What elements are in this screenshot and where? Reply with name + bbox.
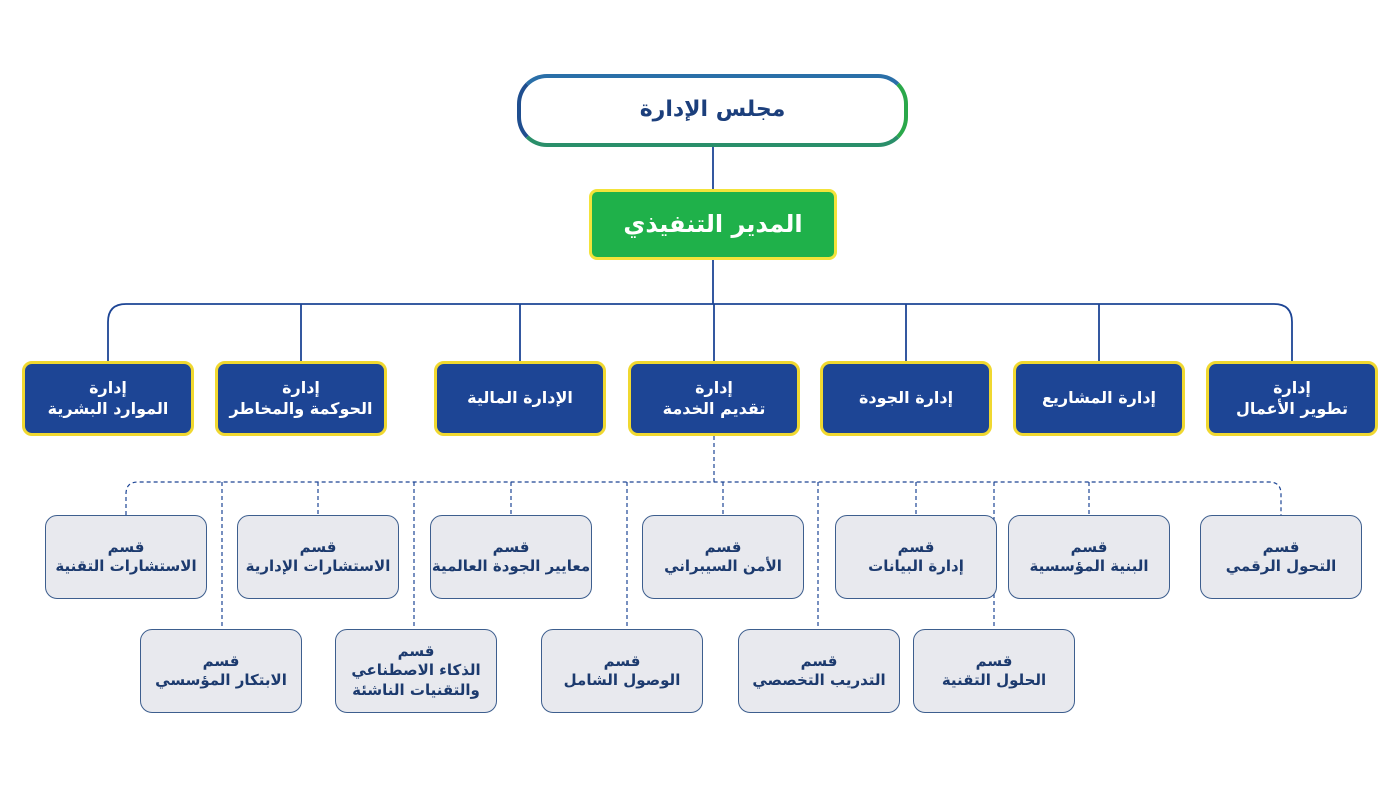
section-box-line: والتقنيات الناشئة: [352, 680, 480, 699]
board-of-directors-box: مجلس الإدارة: [517, 74, 908, 147]
department-box-line: الحوكمة والمخاطر: [229, 398, 373, 418]
department-box-line: إدارة الجودة: [858, 388, 954, 408]
section-box-line: قسم: [800, 651, 838, 670]
section-box-line: قسم: [299, 537, 337, 556]
section-box-line: قسم: [1070, 537, 1108, 556]
section-box-line: التحول الرقمي: [1225, 557, 1337, 575]
section-box-line: معايير الجودة العالمية: [431, 557, 591, 575]
section-bus-line: [125, 481, 1282, 515]
board-label: مجلس الإدارة: [639, 97, 786, 123]
section-box-line: البنية المؤسسية: [1029, 557, 1149, 575]
department-box-line: إدارة: [89, 377, 127, 397]
department-box: إدارة المشاريع: [1013, 361, 1185, 436]
department-box-line: الإدارة المالية: [467, 388, 573, 408]
section-box-line: قسم: [603, 651, 641, 670]
ceo-box: المدير التنفيذي: [589, 189, 837, 260]
ceo-label: المدير التنفيذي: [623, 209, 803, 238]
section-box-line: قسم: [1262, 537, 1300, 556]
department-box-line: إدارة: [282, 377, 320, 397]
section-box-line: قسم: [202, 651, 240, 670]
section-box-line: التدريب التخصصي: [752, 671, 886, 689]
section-box-line: قسم: [107, 537, 145, 556]
section-box-line: الاستشارات التقنية: [55, 557, 197, 575]
department-box: الإدارة المالية: [434, 361, 606, 436]
department-box-line: الموارد البشرية: [47, 398, 169, 418]
section-box-line: الحلول التقنية: [941, 671, 1047, 689]
department-box-line: تقديم الخدمة: [662, 398, 766, 418]
department-box-line: إدارة: [695, 377, 733, 397]
section-box-line: الاستشارات الإدارية: [245, 557, 391, 575]
section-box-line: قسم: [397, 641, 435, 660]
section-box-line: قسم: [897, 537, 935, 556]
section-box-line: إدارة البيانات: [868, 557, 964, 575]
section-box-line: الذكاء الاصطناعي: [351, 661, 481, 680]
section-box-line: قسم: [975, 651, 1013, 670]
section-box-line: الوصول الشامل: [563, 671, 681, 689]
section-box-line: الابتكار المؤسسي: [155, 671, 287, 689]
section-box-line: الأمن السيبراني: [664, 557, 782, 575]
department-box-line: إدارة المشاريع: [1041, 388, 1157, 408]
section-box-line: قسم: [492, 537, 530, 556]
section-box-line: قسم: [704, 537, 742, 556]
department-bus-line: [107, 303, 1293, 361]
department-box-line: تطوير الأعمال: [1235, 398, 1349, 418]
department-box-line: إدارة: [1273, 377, 1311, 397]
department-box: إدارة الجودة: [820, 361, 992, 436]
